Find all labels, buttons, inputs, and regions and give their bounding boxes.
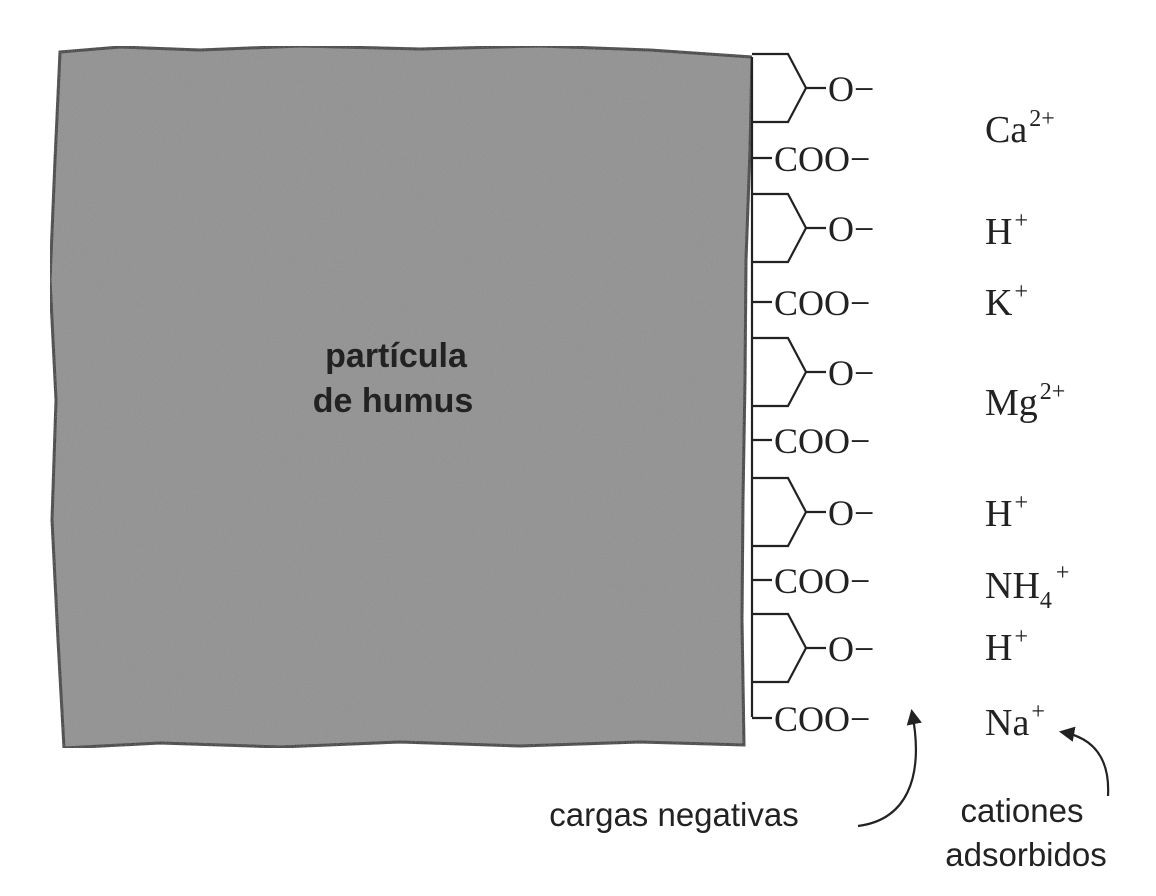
adsorbed-cations-label-line2: adsorbidos — [945, 836, 1106, 873]
phenolate-label: O− — [828, 493, 874, 533]
phenolate-label: O− — [828, 209, 874, 249]
cation-label: H+ — [985, 490, 1028, 535]
phenolic-group: O− — [752, 612, 874, 684]
aromatic-ring-icon — [752, 612, 808, 684]
phenolic-group: O− — [752, 52, 874, 124]
carboxyl-group: COO− — [752, 561, 870, 601]
cation-label: K+ — [985, 279, 1028, 324]
adsorbed-cations-arrow — [1058, 726, 1110, 797]
carboxylate-label: COO− — [774, 421, 870, 461]
cation-label: Na+ — [985, 699, 1045, 744]
phenolate-label: O− — [828, 629, 874, 669]
phenolic-group: O− — [752, 476, 874, 548]
adsorbed-cations-label-line1: cationes — [961, 792, 1084, 829]
cation-label: H+ — [985, 208, 1028, 253]
negative-charges-arrow — [857, 708, 922, 828]
particle-label-line2: de humus — [313, 382, 474, 420]
aromatic-ring-icon — [752, 336, 808, 408]
carboxylate-label: COO− — [774, 283, 870, 323]
carboxylate-label: COO− — [774, 561, 870, 601]
carboxyl-group: COO− — [752, 421, 870, 461]
particle-label-line1: partícula — [325, 337, 468, 375]
adsorbed-cations: Ca2+ H+ K+ Mg2+ H+ NH4+ H+ Na+ — [985, 106, 1069, 744]
aromatic-ring-icon — [752, 52, 808, 124]
phenolic-group: O− — [752, 192, 874, 264]
carboxylate-label: COO− — [774, 699, 870, 739]
negative-charges-label: cargas negativas — [549, 796, 798, 833]
cation-label: Mg2+ — [985, 379, 1065, 424]
phenolate-label: O− — [828, 69, 874, 109]
carboxylate-label: COO− — [774, 139, 870, 179]
humus-particle — [48, 44, 754, 750]
phenolic-group: O− — [752, 336, 874, 408]
functional-groups: O− COO− O− COO− O− COO− O− COO− O− COO− — [752, 52, 874, 739]
carboxyl-group: COO− — [752, 283, 870, 323]
carboxyl-group: COO− — [752, 139, 870, 179]
cation-label: NH4+ — [985, 560, 1069, 614]
carboxyl-group: COO− — [752, 699, 870, 739]
aromatic-ring-icon — [752, 192, 808, 264]
cation-label: Ca2+ — [985, 106, 1055, 151]
phenolate-label: O− — [828, 353, 874, 393]
cation-label: H+ — [985, 624, 1028, 669]
aromatic-ring-icon — [752, 476, 808, 548]
